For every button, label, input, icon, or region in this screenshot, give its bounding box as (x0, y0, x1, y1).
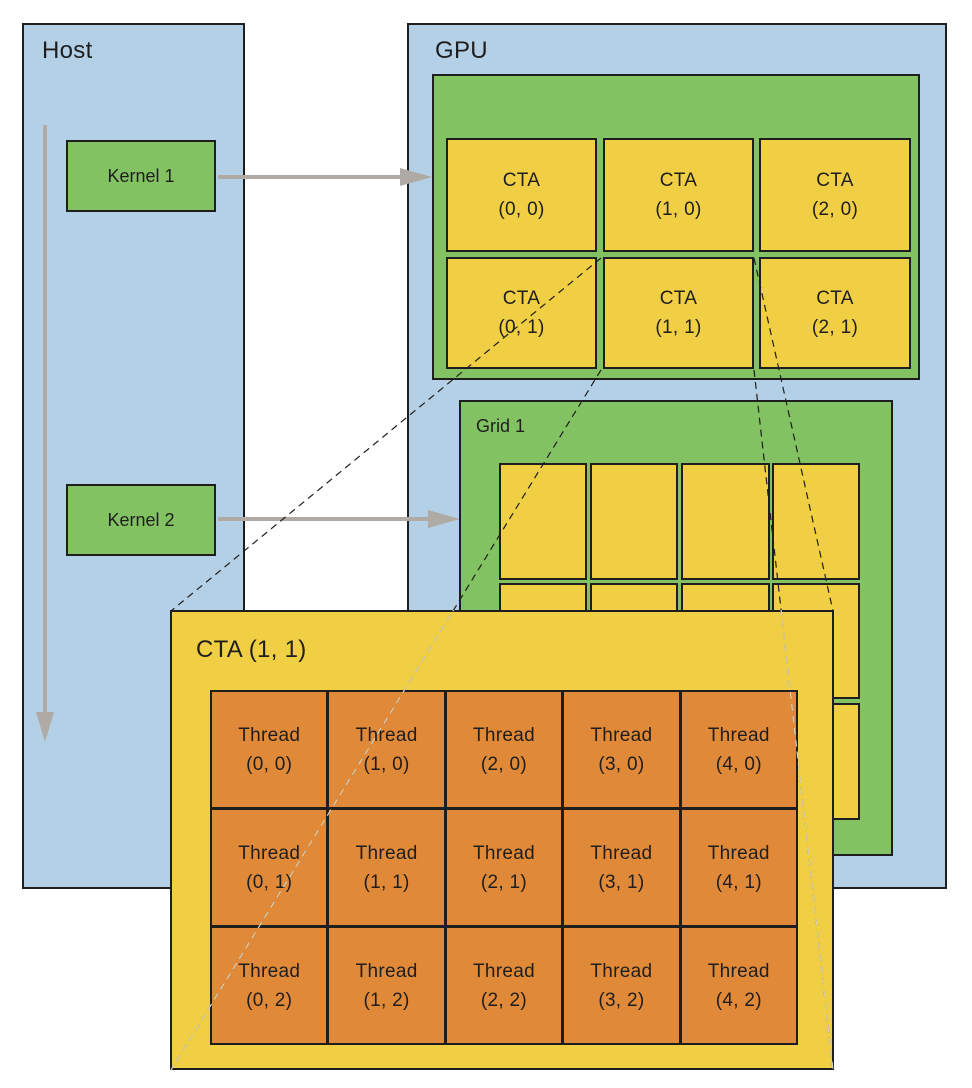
thread-0-1: Thread (0, 1) (211, 809, 328, 926)
cta-label: CTA (816, 288, 854, 309)
thread-coords: (4, 0) (715, 753, 762, 775)
thread-coords: (2, 2) (480, 989, 528, 1011)
thread-2-2: Thread (2, 2) (445, 927, 563, 1044)
thread-coords: (3, 0) (598, 753, 645, 775)
thread-label: Thread (238, 842, 301, 864)
thread-label: Thread (472, 724, 535, 746)
thread-label: Thread (355, 724, 418, 746)
thread-coords: (0, 1) (246, 871, 293, 893)
cta-detail-title: CTA (1, 1) (196, 636, 307, 663)
cta-label: CTA (502, 170, 541, 191)
thread-coords: (2, 0) (480, 753, 528, 775)
thread-grid: Thread (0, 0) Thread (1, 0) Thread (2, 0) T… (210, 690, 798, 1045)
cta-coords: (0, 1) (498, 317, 545, 338)
cta-2-0: CTA (2, 0) (759, 138, 911, 252)
cta-2-1: CTA (2, 1) (759, 257, 911, 369)
cta-coords: (1, 1) (655, 317, 702, 338)
cta-label: CTA (502, 288, 541, 309)
thread-coords: (1, 2) (363, 989, 410, 1011)
cta-label: CTA (659, 170, 698, 191)
grid-1-title: Grid 1 (476, 416, 526, 436)
thread-label: Thread (707, 960, 770, 982)
cta-label: CTA (659, 288, 698, 309)
thread-2-1: Thread (2, 1) (445, 809, 563, 926)
thread-label: Thread (707, 724, 770, 746)
thread-1-1: Thread (1, 1) (328, 809, 445, 926)
thread-label: Thread (238, 960, 301, 982)
thread-4-0: Thread (4, 0) (680, 691, 797, 808)
cta-coords: (0, 0) (498, 199, 545, 220)
thread-coords: (4, 1) (715, 871, 762, 893)
thread-3-0: Thread (3, 0) (563, 691, 680, 808)
thread-coords: (0, 0) (246, 753, 293, 775)
cta-detail-panel: CTA (1, 1) Thread (0, 0) Thread (1, 0) Thr… (170, 610, 834, 1070)
thread-label: Thread (472, 960, 535, 982)
thread-1-0: Thread (1, 0) (328, 691, 445, 808)
cta-1-1: CTA (1, 1) (603, 257, 754, 369)
thread-coords: (1, 1) (363, 871, 410, 893)
thread-2-0: Thread (2, 0) (445, 691, 563, 808)
cta-0-1: CTA (0, 1) (446, 257, 597, 369)
thread-label: Thread (590, 724, 653, 746)
host-title: Host (42, 37, 93, 64)
thread-3-1: Thread (3, 1) (563, 809, 680, 926)
thread-label: Thread (472, 842, 535, 864)
thread-coords: (3, 2) (598, 989, 645, 1011)
cta-0-0: CTA (0, 0) (446, 138, 597, 252)
cta-1-0: CTA (1, 0) (603, 138, 754, 252)
grid-1-cta (772, 463, 860, 580)
thread-label: Thread (590, 842, 653, 864)
grid-0: CTA (0, 0) CTA (1, 0) CTA (2, 0) CTA (0,… (432, 74, 920, 380)
cta-coords: (1, 0) (655, 199, 702, 220)
thread-4-1: Thread (4, 1) (680, 809, 797, 926)
grid-1-cta (590, 463, 678, 580)
thread-coords: (3, 1) (598, 871, 645, 893)
kernel-2-box: Kernel 2 (66, 484, 216, 556)
thread-label: Thread (590, 960, 653, 982)
grid-1-cta (499, 463, 587, 580)
cta-coords: (2, 0) (811, 199, 859, 220)
gpu-title: GPU (435, 37, 488, 64)
thread-label: Thread (238, 724, 301, 746)
thread-label: Thread (707, 842, 770, 864)
thread-coords: (0, 2) (246, 989, 293, 1011)
thread-0-2: Thread (0, 2) (211, 927, 328, 1044)
thread-3-2: Thread (3, 2) (563, 927, 680, 1044)
thread-4-2: Thread (4, 2) (680, 927, 797, 1044)
thread-label: Thread (355, 842, 418, 864)
kernel-1-box: Kernel 1 (66, 140, 216, 212)
thread-0-0: Thread (0, 0) (211, 691, 328, 808)
thread-label: Thread (355, 960, 418, 982)
thread-1-2: Thread (1, 2) (328, 927, 445, 1044)
cta-label: CTA (816, 170, 854, 191)
thread-coords: (1, 0) (363, 753, 410, 775)
cta-coords: (2, 1) (811, 317, 859, 338)
grid-1-cta (681, 463, 770, 580)
thread-coords: (4, 2) (715, 989, 762, 1011)
thread-coords: (2, 1) (480, 871, 528, 893)
